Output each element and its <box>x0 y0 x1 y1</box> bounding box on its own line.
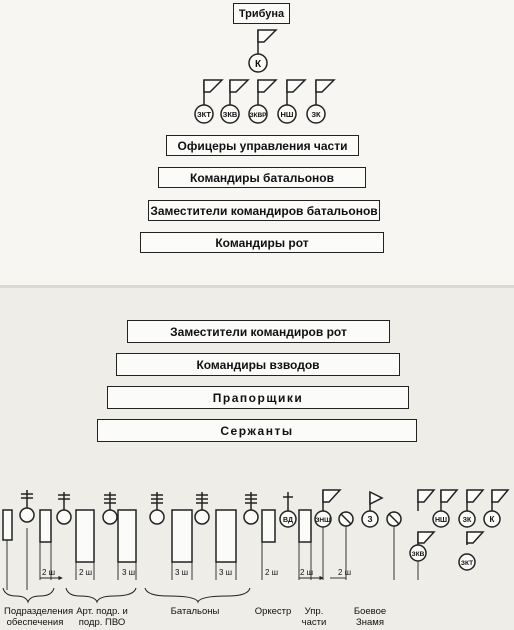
lower-page <box>0 288 514 630</box>
spacing-dimensions <box>6 526 419 590</box>
commander-marker: К <box>248 29 278 73</box>
rank-box-company-commanders: Командиры рот <box>140 232 384 253</box>
svg-text:ЗКВ: ЗКВ <box>223 110 238 119</box>
group-label-battle-flag: Боевое Знамя <box>353 606 387 628</box>
deputy-marker-nsh: НШ <box>277 79 307 124</box>
svg-text:НШ: НШ <box>281 110 294 119</box>
svg-text:НШ: НШ <box>435 517 447 524</box>
spacing-label: 3 ш <box>175 568 188 577</box>
svg-text:ЗКВ: ЗКВ <box>412 551 425 558</box>
svg-text:К: К <box>490 515 495 524</box>
group-label-battalions: Батальоны <box>170 606 220 617</box>
commander-label: К <box>255 59 262 70</box>
deputy-marker-zkvr: ЗКВР <box>248 79 278 124</box>
battle-flag-block: З <box>361 490 402 528</box>
group-label-artillery: Арт. подр. и подр. ПВО <box>76 606 128 628</box>
spacing-label: 3 ш <box>219 568 232 577</box>
svg-text:ВД: ВД <box>283 517 293 524</box>
group-brackets <box>2 587 251 604</box>
page-fold <box>0 285 514 288</box>
rank-box-deputy-battalion-commanders: Заместители командиров батальонов <box>148 200 380 221</box>
spacing-label: 2 ш <box>42 568 55 577</box>
band-block: ВД <box>279 492 312 543</box>
rank-box-battalion-commanders: Командиры батальонов <box>158 167 366 188</box>
support-units-block <box>2 490 52 543</box>
rank-box-platoon-commanders: Командиры взводов <box>116 353 400 376</box>
unit-hq-block: ЗНШ <box>314 489 354 528</box>
svg-text:ЗК: ЗК <box>463 517 472 524</box>
spacing-label: 2 ш <box>338 568 351 577</box>
group-label-band: Оркестр <box>254 606 292 617</box>
command-group: НШ ЗК К ЗКВ ЗКТ <box>409 489 510 571</box>
rank-box-unit-officers: Офицеры управления части <box>166 135 359 156</box>
deputy-marker-zkv: ЗКВ <box>220 79 250 124</box>
artillery-block <box>56 492 137 563</box>
svg-text:З: З <box>367 515 372 524</box>
svg-text:ЗКВР: ЗКВР <box>249 112 267 119</box>
rank-box-warrant-officers: Прапорщики <box>107 386 409 409</box>
tribune-box: Трибуна <box>233 3 290 24</box>
spacing-label: 2 ш <box>300 568 313 577</box>
svg-text:ЗК: ЗК <box>311 110 321 119</box>
group-label-support: Подразделения обеспечения <box>4 606 74 628</box>
spacing-label: 2 ш <box>79 568 92 577</box>
svg-text:ЗКТ: ЗКТ <box>197 110 211 119</box>
deputy-marker-zkt: ЗКТ <box>194 79 224 124</box>
group-label-unit-hq: Упр. части <box>301 606 327 628</box>
deputy-marker-zk: ЗК <box>306 79 336 124</box>
spacing-label: 3 ш <box>122 568 135 577</box>
rank-box-sergeants: Сержанты <box>97 419 417 442</box>
svg-text:ЗНШ: ЗНШ <box>315 517 331 524</box>
battalions-block <box>149 492 276 563</box>
svg-text:ЗКТ: ЗКТ <box>461 560 473 567</box>
rank-box-deputy-company-commanders: Заместители командиров рот <box>127 320 390 343</box>
spacing-label: 2 ш <box>265 568 278 577</box>
